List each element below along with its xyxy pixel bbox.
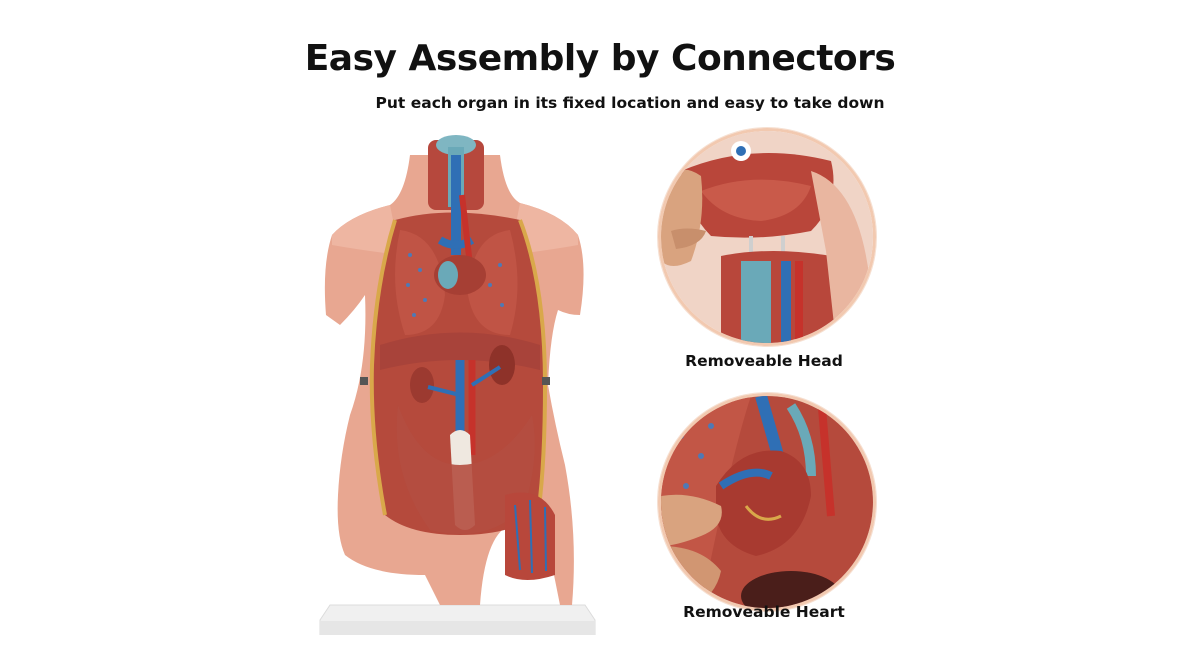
removeable-head-caption: Removeable Head (685, 352, 843, 370)
torso-model-image (310, 135, 600, 636)
removeable-head-detail-image (658, 128, 876, 346)
removeable-heart-detail-image (658, 393, 876, 611)
page-subtitle: Put each organ in its fixed location and… (375, 94, 885, 112)
page-title: Easy Assembly by Connectors (304, 38, 896, 79)
removeable-heart-caption: Removeable Heart (683, 603, 845, 621)
